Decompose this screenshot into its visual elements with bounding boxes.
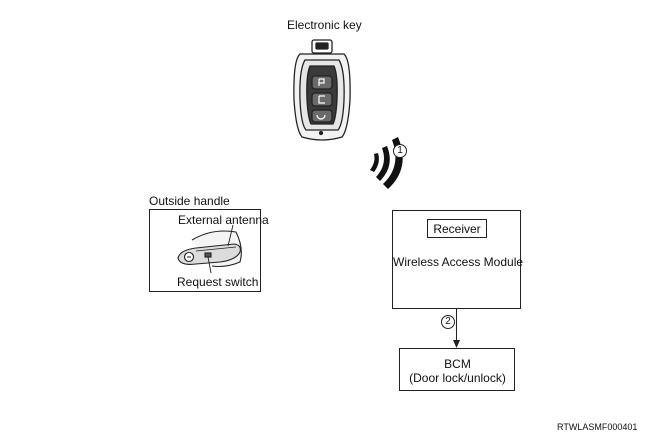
switch-leader-line <box>207 256 212 274</box>
external-antenna-label: External antenna <box>178 213 269 227</box>
request-switch-label: Request switch <box>177 275 259 289</box>
bcm-box <box>399 348 515 391</box>
link-callout-circle <box>441 315 455 329</box>
bcm-label: BCM <box>444 357 471 371</box>
outside-handle-label: Outside handle <box>149 194 230 208</box>
receiver-box <box>427 219 487 238</box>
bcm-function-label: (Door lock/unlock) <box>409 371 506 385</box>
electronic-key-fob-icon <box>293 39 351 141</box>
module-to-bcm-arrowhead <box>453 340 460 348</box>
link-callout-number: 2 <box>445 316 451 327</box>
electronic-key-label: Electronic key <box>287 18 362 32</box>
signal-callout-circle <box>393 144 407 158</box>
receiver-label: Receiver <box>433 222 481 236</box>
figure-code: RTWLASMF000401 <box>557 422 638 432</box>
antenna-leader-line <box>227 224 234 247</box>
wireless-access-module-label: Wireless Access Module <box>393 255 524 269</box>
door-handle-icon <box>177 230 242 268</box>
signal-callout-number: 1 <box>397 145 403 156</box>
